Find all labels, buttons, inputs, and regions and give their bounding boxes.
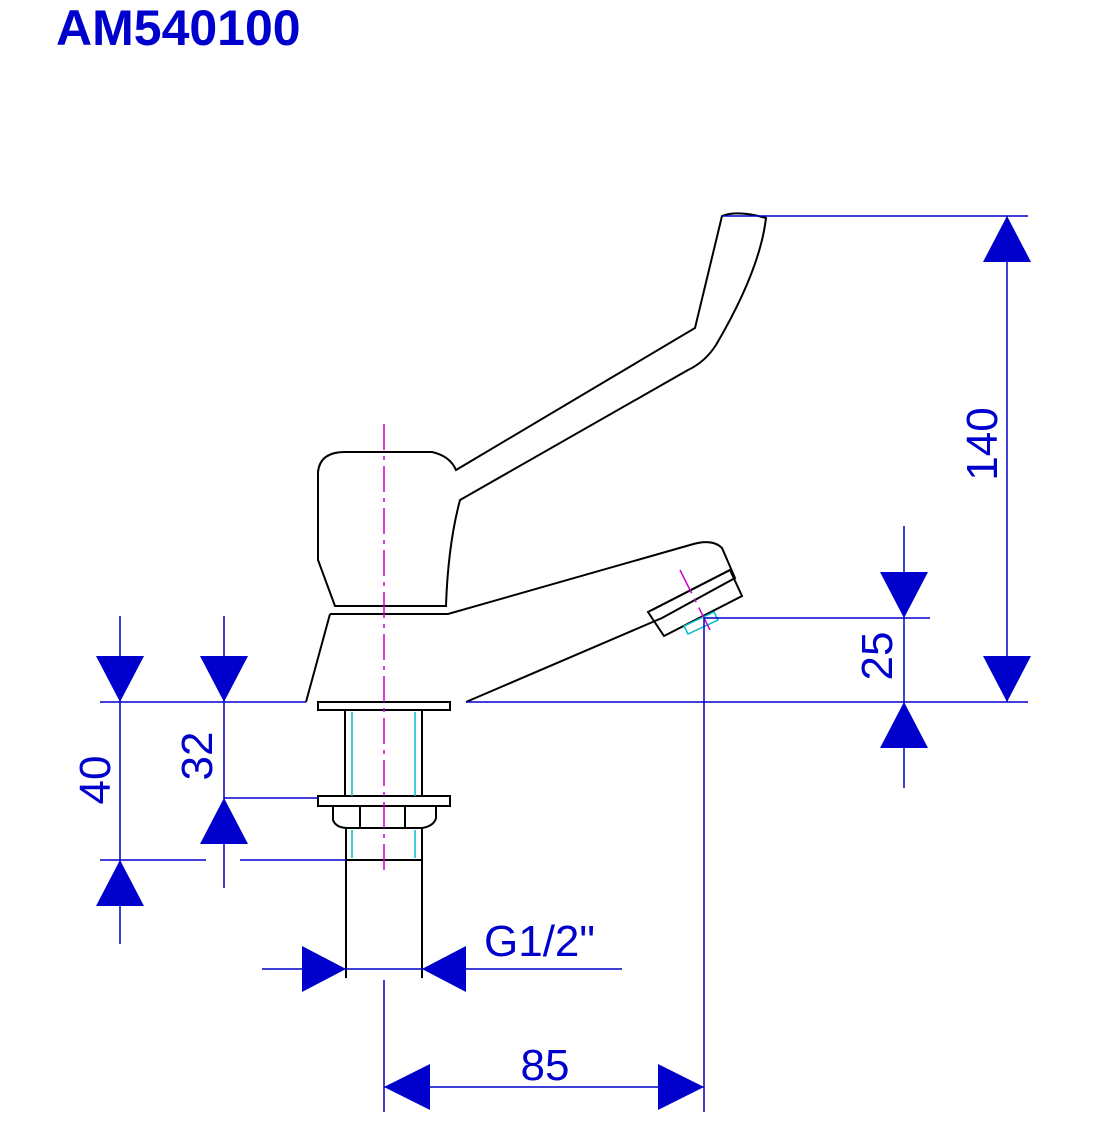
arrow-140-bottom — [983, 656, 1031, 702]
arrow-85-left — [384, 1064, 430, 1110]
arrow-40-top — [96, 656, 144, 702]
arrow-85-right — [658, 1064, 704, 1110]
dim-thread-size: G1/2" — [484, 917, 595, 966]
body-left-side — [305, 613, 331, 703]
arrow-thread-left — [302, 946, 346, 992]
arrow-32-bottom — [200, 798, 248, 844]
valve-body — [330, 541, 737, 703]
thread-marks — [351, 611, 720, 858]
dim-overall-height: 140 — [958, 407, 1007, 480]
centerlines — [383, 424, 711, 870]
spout-centerline — [679, 569, 711, 631]
arrow-140-top — [983, 216, 1031, 262]
dim-spout-height: 25 — [853, 632, 902, 681]
aerator-line — [651, 569, 731, 611]
faucet-outline — [305, 212, 768, 978]
arrow-thread-right — [422, 946, 466, 992]
drawing-title: AM540100 — [56, 0, 301, 56]
dimension-arrows — [96, 216, 1031, 1110]
arrow-32-top — [200, 656, 248, 702]
dimension-labels: 140 25 40 32 G1/2" 85 — [71, 407, 1007, 1090]
dim-mount-thread: 32 — [173, 732, 222, 781]
aerator — [646, 568, 744, 638]
arrow-25-top — [880, 572, 928, 618]
arrow-25-bottom — [880, 702, 928, 748]
dim-spout-reach: 85 — [521, 1041, 570, 1090]
lever-handle — [317, 212, 768, 607]
dim-below-deck: 40 — [71, 756, 120, 805]
arrow-40-bottom — [96, 860, 144, 906]
